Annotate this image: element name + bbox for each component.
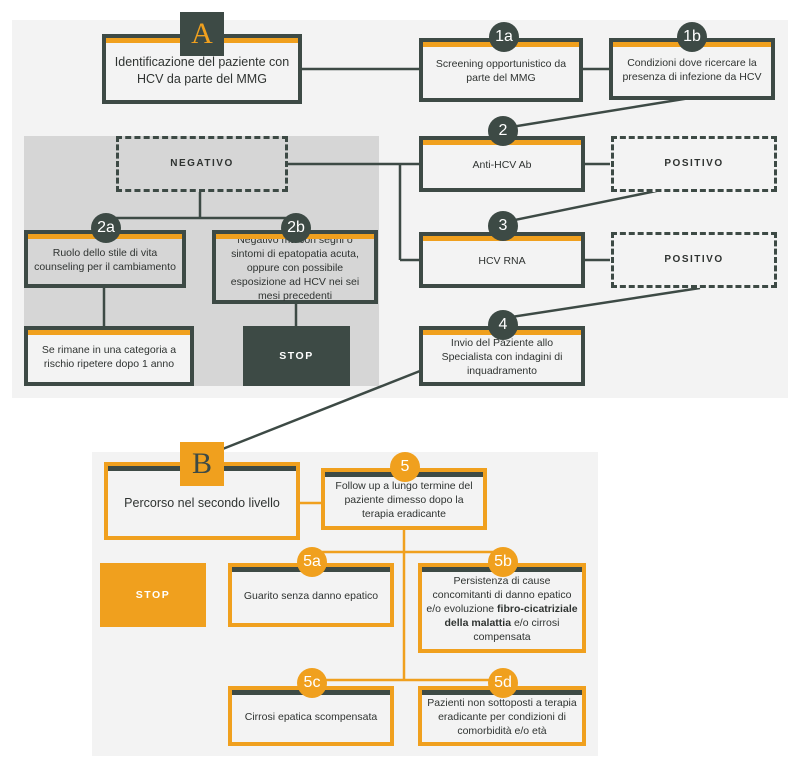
section-b-letter: B (180, 442, 224, 486)
step-5b-text-b: fibro-cicatriziale della malattia (444, 603, 578, 629)
step-b-box: Percorso nel secondo livello (104, 462, 300, 540)
step-5a-text: Guarito senza danno epatico (243, 590, 379, 603)
step-1b-text: Condizioni dove ricercare la presenza di… (622, 57, 762, 83)
badge-4: 4 (488, 310, 518, 340)
step-1a-text: Screening opportunistico da parte del MM… (435, 58, 567, 84)
stop-b: STOP (100, 563, 206, 627)
step-3-text: HCV RNA (478, 255, 526, 268)
badge-5: 5 (390, 452, 420, 482)
step-5b-text-a: Persistenza di cause concomitanti di dan… (426, 575, 572, 616)
line-4-b (214, 369, 421, 454)
step-a-text: Identificazione del paziente con HCV da … (114, 55, 290, 86)
positivo-box-2: POSITIVO (611, 232, 777, 288)
step-3-box: HCV RNA (419, 232, 585, 288)
badge-5a: 5a (297, 547, 327, 577)
badge-5b: 5b (488, 547, 518, 577)
step-2-text: Anti-HCV Ab (472, 159, 532, 172)
section-a-letter: A (180, 12, 224, 56)
stop-a: STOP (243, 326, 350, 386)
badge-5d: 5d (488, 668, 518, 698)
badge-1a: 1a (489, 22, 519, 52)
badge-2b: 2b (281, 213, 311, 243)
negativo-box: NEGATIVO (116, 136, 288, 192)
step-5b-box: Persistenza di cause concomitanti di dan… (418, 563, 586, 653)
step-2a-followup-box: Se rimane in una categoria a rischio rip… (24, 326, 194, 386)
step-5b-text: Persistenza di cause concomitanti di dan… (422, 571, 582, 644)
badge-2a: 2a (91, 213, 121, 243)
step-5d-text: Pazienti non sottoposti a terapia eradic… (427, 697, 577, 737)
step-2a-followup-text: Se rimane in una categoria a rischio rip… (41, 344, 177, 370)
badge-5c: 5c (297, 668, 327, 698)
positivo-box-1: POSITIVO (611, 136, 777, 192)
line-pos-4 (504, 286, 701, 320)
line-1b-2 (504, 96, 691, 130)
badge-1b: 1b (677, 22, 707, 52)
step-2a-box: Ruolo dello stile di vita counseling per… (24, 230, 186, 288)
step-b-text: Percorso nel secondo livello (124, 495, 280, 510)
badge-2: 2 (488, 116, 518, 146)
step-2a-text: Ruolo dello stile di vita counseling per… (34, 247, 176, 273)
step-5-text: Follow up a lungo termine del paziente d… (335, 480, 473, 520)
badge-3: 3 (488, 211, 518, 241)
step-5c-text: Cirrosi epatica scompensata (244, 711, 378, 724)
step-4-text: Invio del Paziente allo Specialista con … (441, 337, 563, 377)
step-5b-text-c: e/o cirrosi compensata (473, 616, 560, 643)
